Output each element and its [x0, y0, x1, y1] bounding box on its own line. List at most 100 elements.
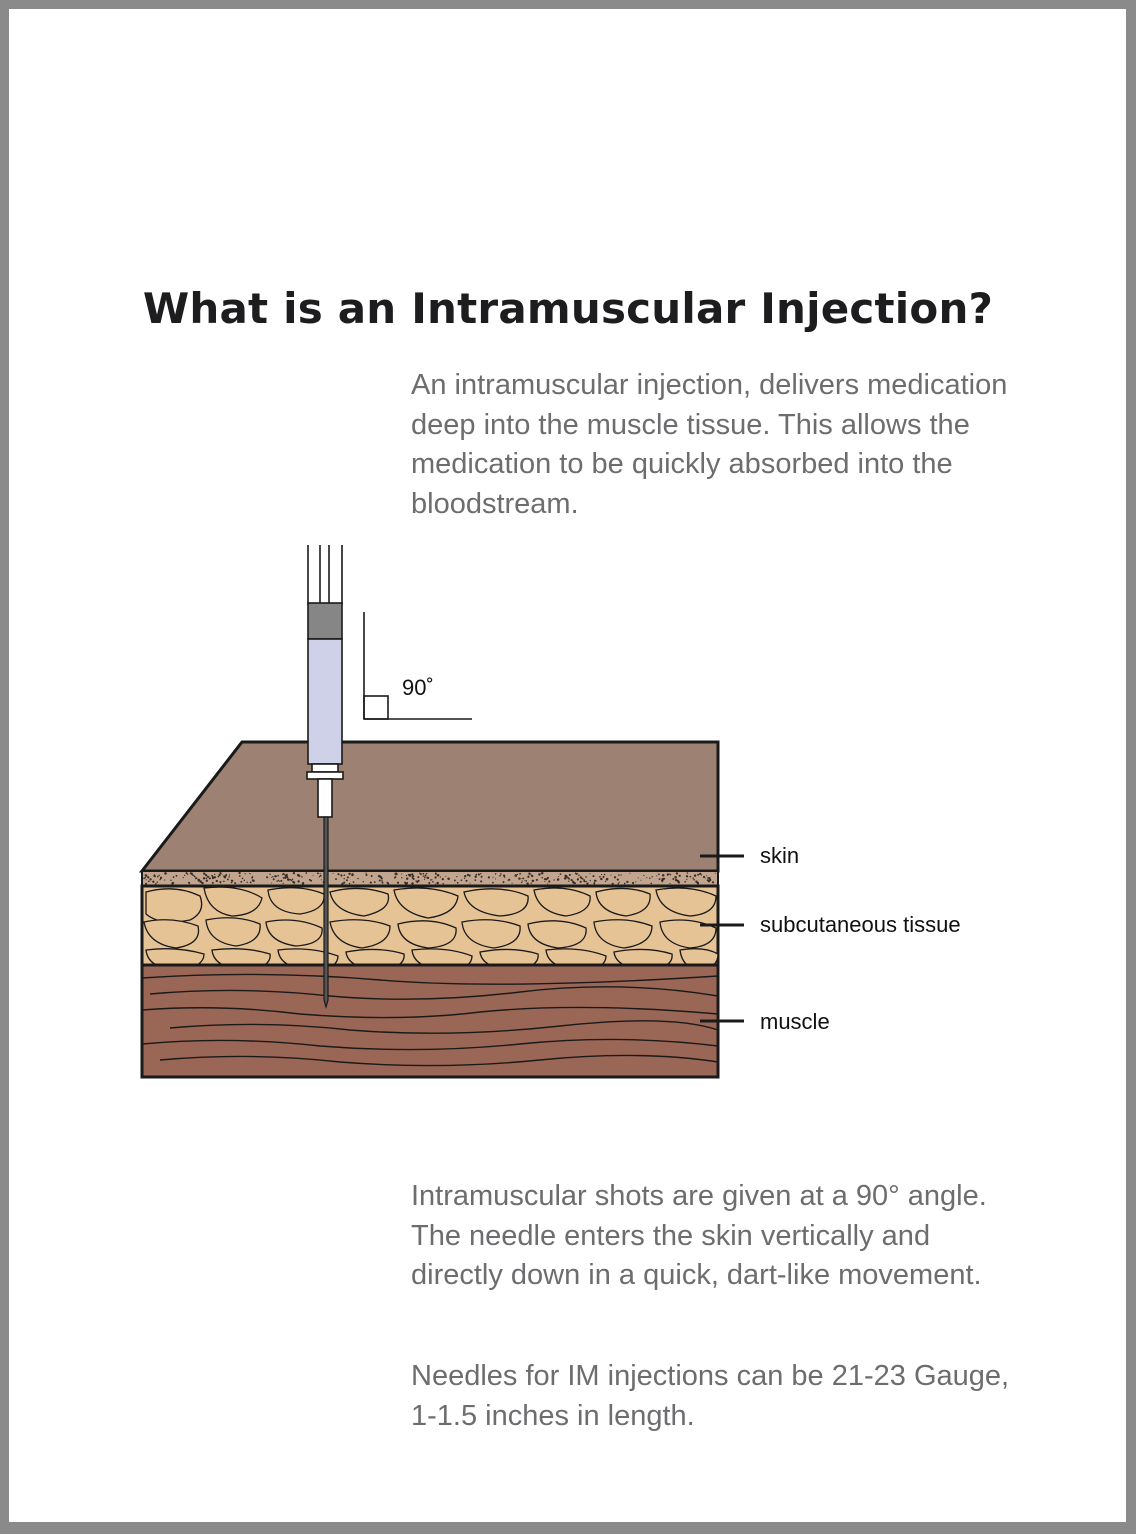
skin-speckle: [579, 880, 582, 883]
skin-speckle: [708, 877, 711, 880]
skin-speckle: [568, 877, 571, 880]
skin-speckle: [369, 881, 372, 884]
skin-speckle: [214, 873, 216, 875]
skin-speckle: [228, 874, 231, 876]
skin-speckle: [291, 880, 293, 882]
skin-speckle: [419, 872, 421, 874]
skin-speckle: [511, 882, 513, 884]
skin-speckle: [405, 882, 409, 885]
label-muscle: muscle: [760, 1009, 830, 1034]
skin-speckle: [318, 876, 321, 878]
skin-speckle: [460, 879, 463, 882]
skin-speckle: [500, 873, 502, 875]
skin-speckle: [494, 873, 497, 875]
fat-cells: [143, 886, 718, 965]
skin-speckle: [420, 873, 422, 875]
skin-speckle: [669, 882, 671, 885]
skin-speckle: [674, 875, 677, 879]
skin-speckle: [422, 875, 425, 877]
skin-speckle: [243, 879, 246, 882]
skin-speckle: [308, 878, 311, 881]
skin-speckle: [623, 882, 626, 885]
skin-speckle: [337, 873, 340, 876]
skin-speckle: [620, 874, 622, 876]
skin-speckle: [686, 878, 688, 881]
skin-speckle: [544, 880, 546, 882]
angle-paragraph: Intramuscular shots are given at a 90° a…: [411, 1180, 987, 1291]
skin-speckle: [282, 874, 284, 876]
skin-speckle: [656, 875, 658, 877]
skin-speckle: [553, 879, 555, 881]
skin-speckle: [145, 882, 148, 885]
skin-speckle: [445, 875, 447, 878]
skin-speckle: [147, 876, 150, 879]
skin-speckle: [528, 872, 531, 875]
skin-speckle: [714, 872, 716, 874]
skin-speckle: [643, 874, 645, 877]
skin-speckle: [278, 880, 281, 882]
skin-speckle: [603, 873, 606, 876]
skin-speckle: [365, 872, 367, 874]
skin-speckle: [439, 876, 441, 878]
skin-speckle: [535, 878, 538, 881]
skin-speckle: [379, 876, 383, 879]
skin-speckle: [434, 876, 437, 879]
skin-speckle: [503, 876, 506, 878]
skin-speckle: [519, 872, 521, 875]
skin-speckle: [185, 872, 188, 875]
skin-speckle: [208, 877, 211, 880]
skin-speckle: [600, 877, 603, 881]
skin-speckle: [592, 875, 595, 878]
skin-speckle: [704, 877, 706, 879]
skin-speckle: [464, 875, 467, 878]
skin-speckle: [611, 882, 614, 886]
skin-speckle: [312, 874, 314, 876]
skin-speckle: [199, 880, 202, 883]
skin-speckle: [230, 879, 233, 882]
skin-speckle: [593, 883, 595, 885]
intro-paragraph: An intramuscular injection, delivers med…: [411, 369, 1008, 520]
skin-speckle: [159, 879, 161, 881]
skin-speckle: [252, 875, 254, 877]
skin-speckle: [695, 880, 698, 884]
skin-speckle: [530, 882, 532, 884]
skin-speckle: [251, 876, 254, 879]
skin-speckle: [502, 881, 505, 884]
skin-speckle: [441, 877, 444, 881]
skin-speckle: [442, 882, 444, 885]
skin-speckle: [152, 880, 155, 883]
skin-speckle: [409, 873, 412, 876]
skin-speckle: [524, 880, 526, 882]
skin-speckle: [540, 872, 543, 875]
skin-speckle: [276, 880, 278, 882]
skin-speckle: [283, 873, 286, 876]
skin-speckle: [610, 874, 612, 876]
skin-speckle: [541, 876, 544, 879]
skin-speckle: [351, 873, 354, 877]
skin-speckle: [423, 878, 426, 880]
skin-speckle: [580, 877, 583, 880]
syringe: [306, 545, 344, 1010]
skin-surface: [138, 740, 720, 873]
skin-speckle: [616, 878, 619, 881]
skin-speckle: [197, 880, 200, 882]
skin-speckle: [693, 874, 697, 877]
skin-speckle: [149, 878, 152, 881]
skin-speckle: [646, 877, 648, 879]
skin-speckle: [697, 873, 700, 876]
skin-speckle: [411, 882, 413, 885]
skin-speckle: [658, 873, 660, 876]
skin-speckle: [466, 873, 470, 877]
skin-speckle: [378, 879, 381, 882]
skin-speckle: [669, 874, 672, 876]
skin-speckle: [475, 873, 478, 876]
skin-speckle: [341, 882, 344, 885]
skin-speckle: [480, 875, 483, 878]
skin-speckle: [650, 882, 653, 885]
skin-speckle: [194, 876, 196, 878]
skin-speckle: [155, 883, 157, 885]
skin-speckle: [640, 879, 642, 881]
skin-speckle: [343, 874, 346, 876]
skin-speckle: [221, 874, 223, 876]
skin-speckle: [218, 873, 221, 877]
